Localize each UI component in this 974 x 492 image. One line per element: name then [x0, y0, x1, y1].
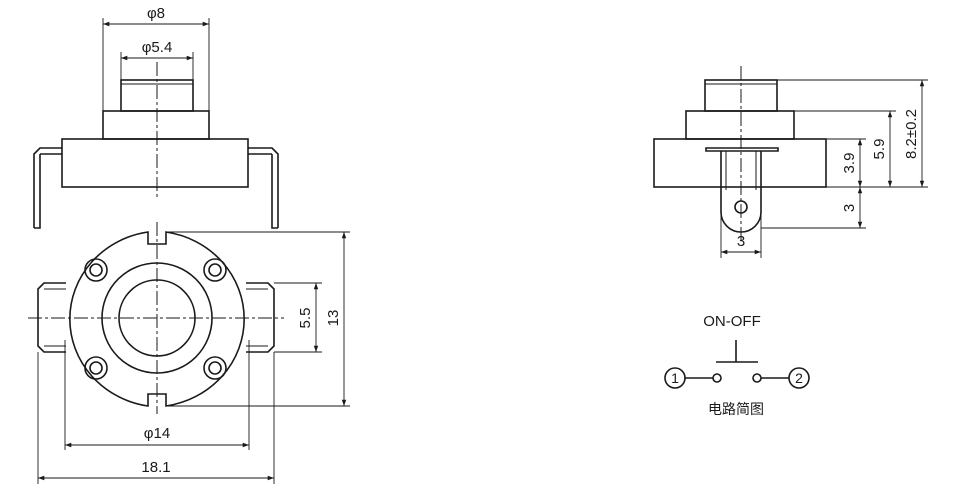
right-ear [246, 282, 275, 353]
side-collar [685, 110, 795, 140]
terminal-2-symbol [788, 367, 810, 389]
schematic-caption: 电路简图 [708, 401, 764, 418]
front-view: φ8 φ5.4 [33, 5, 279, 229]
contact-right [752, 373, 762, 383]
top-view: 5.5 13 φ14 18.1 [28, 222, 350, 484]
hole-tl [84, 258, 108, 282]
dim-body-to-top: 5.9 [871, 139, 888, 160]
side-view: 3 8.2±0.2 5.9 3.9 3 [653, 66, 928, 258]
dim-body-height: 3.9 [841, 153, 858, 174]
dim-total-height: 8.2±0.2 [903, 109, 920, 159]
side-body [653, 138, 827, 188]
right-terminal [248, 147, 279, 229]
front-body [61, 138, 249, 188]
left-terminal [33, 147, 62, 229]
dim-top-inner-dia: φ5.4 [142, 39, 173, 56]
hole-tr [203, 258, 227, 282]
hole-br [203, 356, 227, 380]
terminal-2-label: 2 [795, 370, 803, 386]
terminal-slot [705, 147, 779, 152]
dim-terminal-length: 3 [841, 204, 858, 212]
dim-top-outer-dia: φ8 [147, 5, 165, 22]
hole-bl [84, 356, 108, 380]
contact-left [712, 373, 722, 383]
dim-terminal-width: 3 [737, 233, 745, 250]
terminal-1-label: 1 [671, 370, 679, 386]
circuit-schematic: ON-OFF 1 2 电路简图 [664, 313, 810, 418]
dim-slot-width: 5.5 [297, 308, 314, 329]
dim-body-dia: φ14 [144, 425, 170, 442]
dim-overall-height: 13 [325, 310, 342, 327]
schematic-label: ON-OFF [703, 313, 761, 330]
dim-overall-width: 18.1 [141, 459, 170, 476]
front-collar [102, 110, 210, 140]
